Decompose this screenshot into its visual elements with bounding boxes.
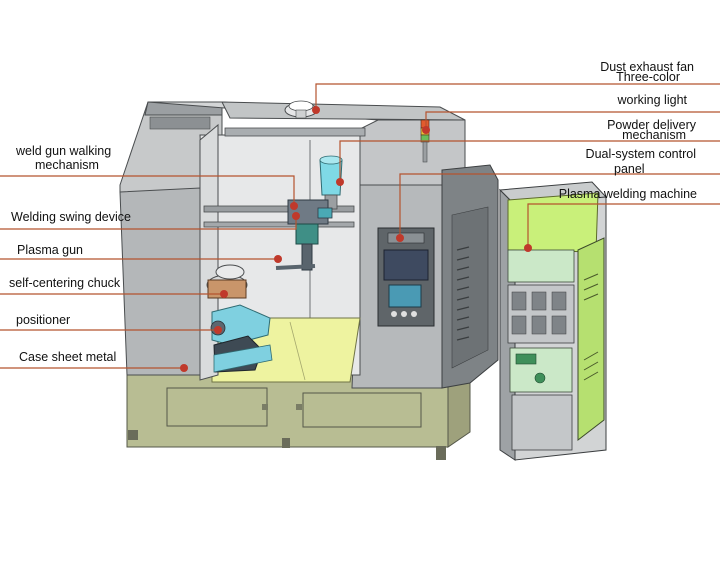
leader-lines xyxy=(0,83,720,369)
label-dual-system-1: Dual-system control xyxy=(585,147,696,161)
dot-swing-device xyxy=(292,212,300,220)
dot-plasma-gun xyxy=(274,255,282,263)
label-case-sheet-metal: Case sheet metal xyxy=(19,350,117,364)
label-powder-delivery-2: mechanism xyxy=(622,128,686,142)
label-welding-swing-device: Welding swing device xyxy=(11,210,131,224)
dot-chuck xyxy=(220,290,228,298)
leader-powder-delivery xyxy=(339,140,720,180)
leader-plasma-welding-machine xyxy=(527,203,720,246)
label-plasma-welding-machine: Plasma welding machine xyxy=(558,187,697,201)
dust-exhaust-fan xyxy=(284,100,318,119)
label-dual-system-2: panel xyxy=(614,162,645,176)
label-self-centering-chuck: self-centering chuck xyxy=(9,276,121,290)
dot-weld-gun-walking xyxy=(290,202,298,210)
label-powder-delivery-1: Powder delivery xyxy=(607,118,696,132)
label-positioner: positioner xyxy=(16,313,71,327)
dot-case-sheet-metal xyxy=(180,364,188,372)
label-working-light: working light xyxy=(617,93,687,107)
label-weld-gun-walking-2: mechanism xyxy=(35,158,99,172)
dot-positioner xyxy=(214,326,222,334)
label-three-color: Three-color xyxy=(616,70,680,84)
dot-powder-delivery xyxy=(336,178,344,186)
dot-dual-system-panel xyxy=(396,234,404,242)
leader-dual-system-panel xyxy=(399,173,720,236)
dot-working-light xyxy=(422,126,430,134)
dot-plasma-welding-machine xyxy=(524,244,532,252)
label-dust-exhaust-fan: Dust exhaust fan xyxy=(600,60,694,74)
leader-working-light xyxy=(425,111,720,128)
plasma-welding-cabinet xyxy=(498,181,608,461)
leader-swing-device xyxy=(0,218,297,230)
label-plasma-gun: Plasma gun xyxy=(17,243,84,257)
leader-dots xyxy=(180,106,532,372)
control-panel xyxy=(377,227,435,327)
dot-dust-exhaust-fan xyxy=(312,106,320,114)
leader-dust-exhaust-fan xyxy=(315,83,720,108)
weld-head-assembly xyxy=(275,199,333,271)
leader-weld-gun-walking xyxy=(0,175,295,204)
label-weld-gun-walking-1: weld gun walking xyxy=(16,144,112,158)
